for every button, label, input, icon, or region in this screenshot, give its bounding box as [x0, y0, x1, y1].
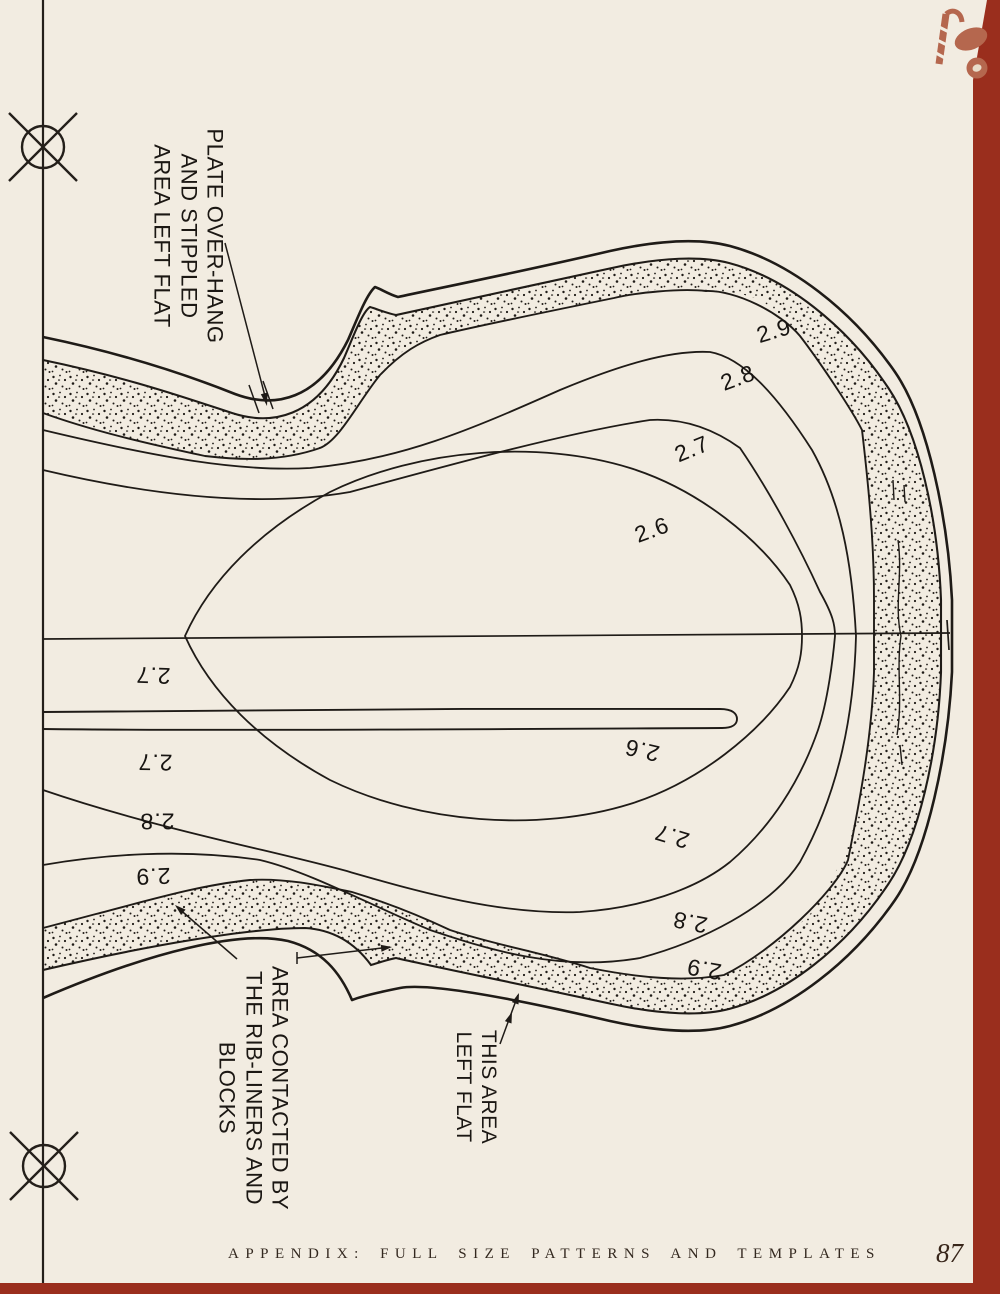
leader-overhang: [224, 242, 274, 414]
page-edge-band-right: [973, 0, 1000, 1294]
leader-left-flat: [499, 993, 519, 1045]
contour-line-2.8-2.7: [42, 418, 836, 914]
bass-bar-strip: [42, 707, 738, 731]
annotation-line: BLOCKS: [214, 1041, 240, 1135]
contour-label: 2.7: [137, 749, 173, 776]
annotation-line: AND STIPPLED: [176, 153, 202, 319]
leader-rib-liners: [175, 905, 392, 964]
annotation-line: AREA CONTACTED BY: [267, 965, 293, 1211]
contour-label: 2.9: [135, 862, 171, 891]
registration-mark-bottom: [9, 1131, 79, 1201]
annotation-line: THIS AREA: [477, 1029, 501, 1145]
page-edge-band-bottom: [0, 1283, 1000, 1294]
centerline: [42, 619, 951, 651]
stippled-flat-area: [43, 258, 941, 1014]
annotation-line: THE RIB-LINERS AND: [241, 971, 267, 1205]
contour-label: 2.7: [135, 661, 171, 690]
page-number: 87: [936, 1238, 963, 1268]
plate-rim-line: [42, 257, 943, 1015]
contour-label: 2.9: [684, 953, 724, 986]
stipple-inner-boundary: [42, 289, 875, 980]
music-note-motif-icon: [933, 8, 988, 79]
plate-outline: [42, 239, 954, 1033]
contour-line-2.7-2.6: [184, 450, 803, 822]
annotation-line: PLATE OVER-HANG: [202, 128, 228, 344]
running-footer: APPENDIX: FULL SIZE PATTERNS AND TEMPLAT…: [228, 1246, 881, 1262]
contour-line-2.9-2.8: [42, 350, 857, 964]
annotation-line: AREA LEFT FLAT: [149, 144, 175, 328]
annotation-line: LEFT FLAT: [452, 1031, 475, 1143]
center-seam-marks: [892, 479, 906, 766]
contour-label: 2.8: [139, 808, 175, 835]
registration-mark-top: [8, 112, 78, 182]
